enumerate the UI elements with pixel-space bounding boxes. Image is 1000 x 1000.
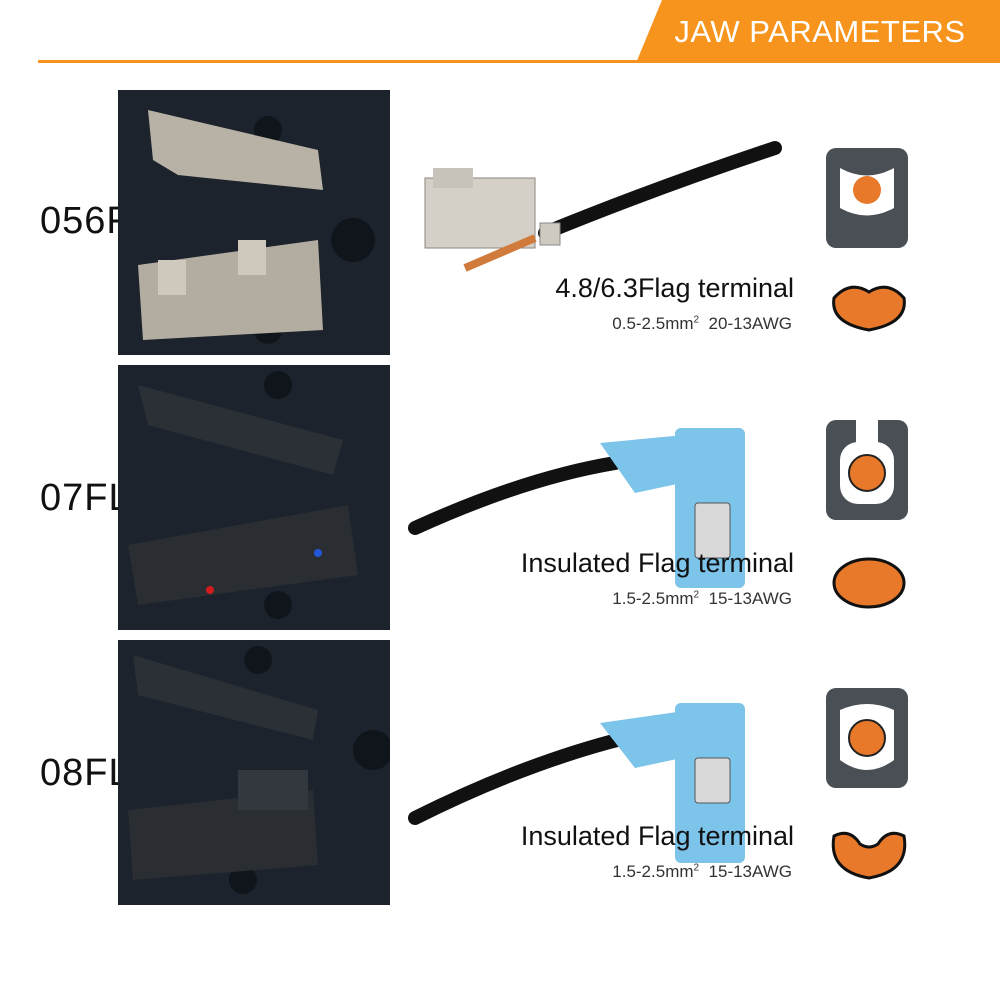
crimp-profile-icon — [831, 831, 907, 880]
insulated-flag-terminal-image — [408, 703, 745, 863]
header-tab — [636, 0, 1000, 63]
jaw-row-056fl: 056FL 4.8/6.3Flag terminal 0.5-2.5mm2 20… — [0, 88, 1000, 358]
header-line — [38, 60, 1000, 63]
terminal-spec: 1.5-2.5mm2 15-13AWG — [612, 862, 792, 881]
jaw-row-08fl: 08FL Insulated Flag terminal 1.5-2.5mm2 … — [0, 638, 1000, 908]
terminal-name: Insulated Flag terminal — [520, 548, 794, 578]
terminal-name: Insulated Flag terminal — [520, 821, 794, 851]
die-profile-icon — [826, 420, 908, 520]
flag-terminal-image — [424, 141, 782, 272]
terminal-spec: 0.5-2.5mm2 20-13AWG — [612, 314, 792, 333]
jaw-photo — [118, 365, 390, 630]
die-profile-icon — [826, 688, 908, 788]
terminal-name: 4.8/6.3Flag terminal — [555, 273, 794, 303]
jaw-row-07fl: 07FL Insulated Flag terminal 1.5-2.5mm2 … — [0, 363, 1000, 633]
jaw-code: 08FL — [40, 752, 131, 794]
jaw-code: 07FL — [40, 477, 131, 519]
die-profile-icon — [826, 148, 908, 248]
terminal-spec: 1.5-2.5mm2 15-13AWG — [612, 589, 792, 608]
crimp-profile-icon — [832, 557, 906, 609]
jaw-photo — [118, 640, 390, 905]
header-title: JAW PARAMETERS — [674, 14, 966, 49]
jaw-photo — [118, 90, 390, 355]
insulated-flag-terminal-image — [408, 428, 745, 588]
crimp-profile-icon — [832, 285, 906, 332]
